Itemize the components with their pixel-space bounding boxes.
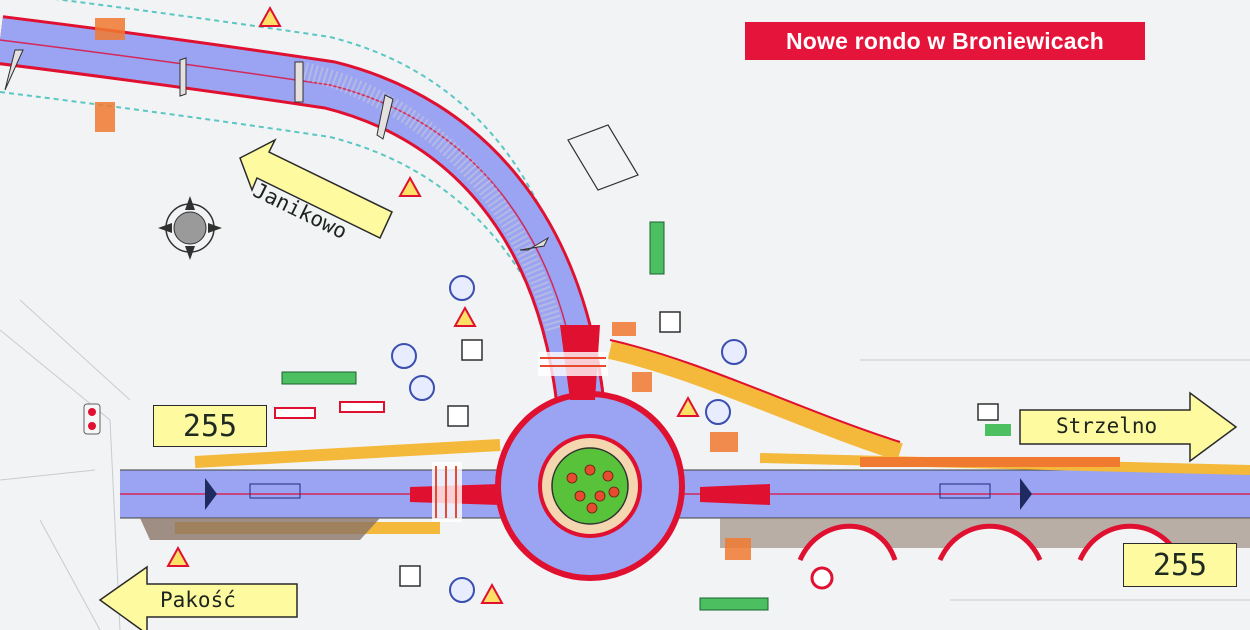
main-road	[120, 439, 1250, 562]
janikowo-arrow-shape	[239, 138, 393, 240]
road-number-255-left: 255	[153, 405, 267, 447]
direction-pakosc: Pakość	[160, 588, 236, 612]
strzelno-arrow-shape	[1019, 391, 1238, 463]
road-number-255-right: 255	[1123, 543, 1237, 587]
road-sign-icons	[83, 5, 1011, 611]
direction-arrows	[98, 138, 1238, 630]
roundabout	[410, 325, 770, 581]
construction-lines	[0, 299, 1250, 630]
direction-strzelno: Strzelno	[1056, 414, 1158, 438]
compass-rose-icon	[158, 196, 222, 260]
pakosc-arrow-shape	[98, 565, 298, 630]
east-connector	[608, 339, 903, 461]
north-road	[0, 0, 605, 453]
plan-title: Nowe rondo w Broniewicach	[745, 22, 1145, 60]
